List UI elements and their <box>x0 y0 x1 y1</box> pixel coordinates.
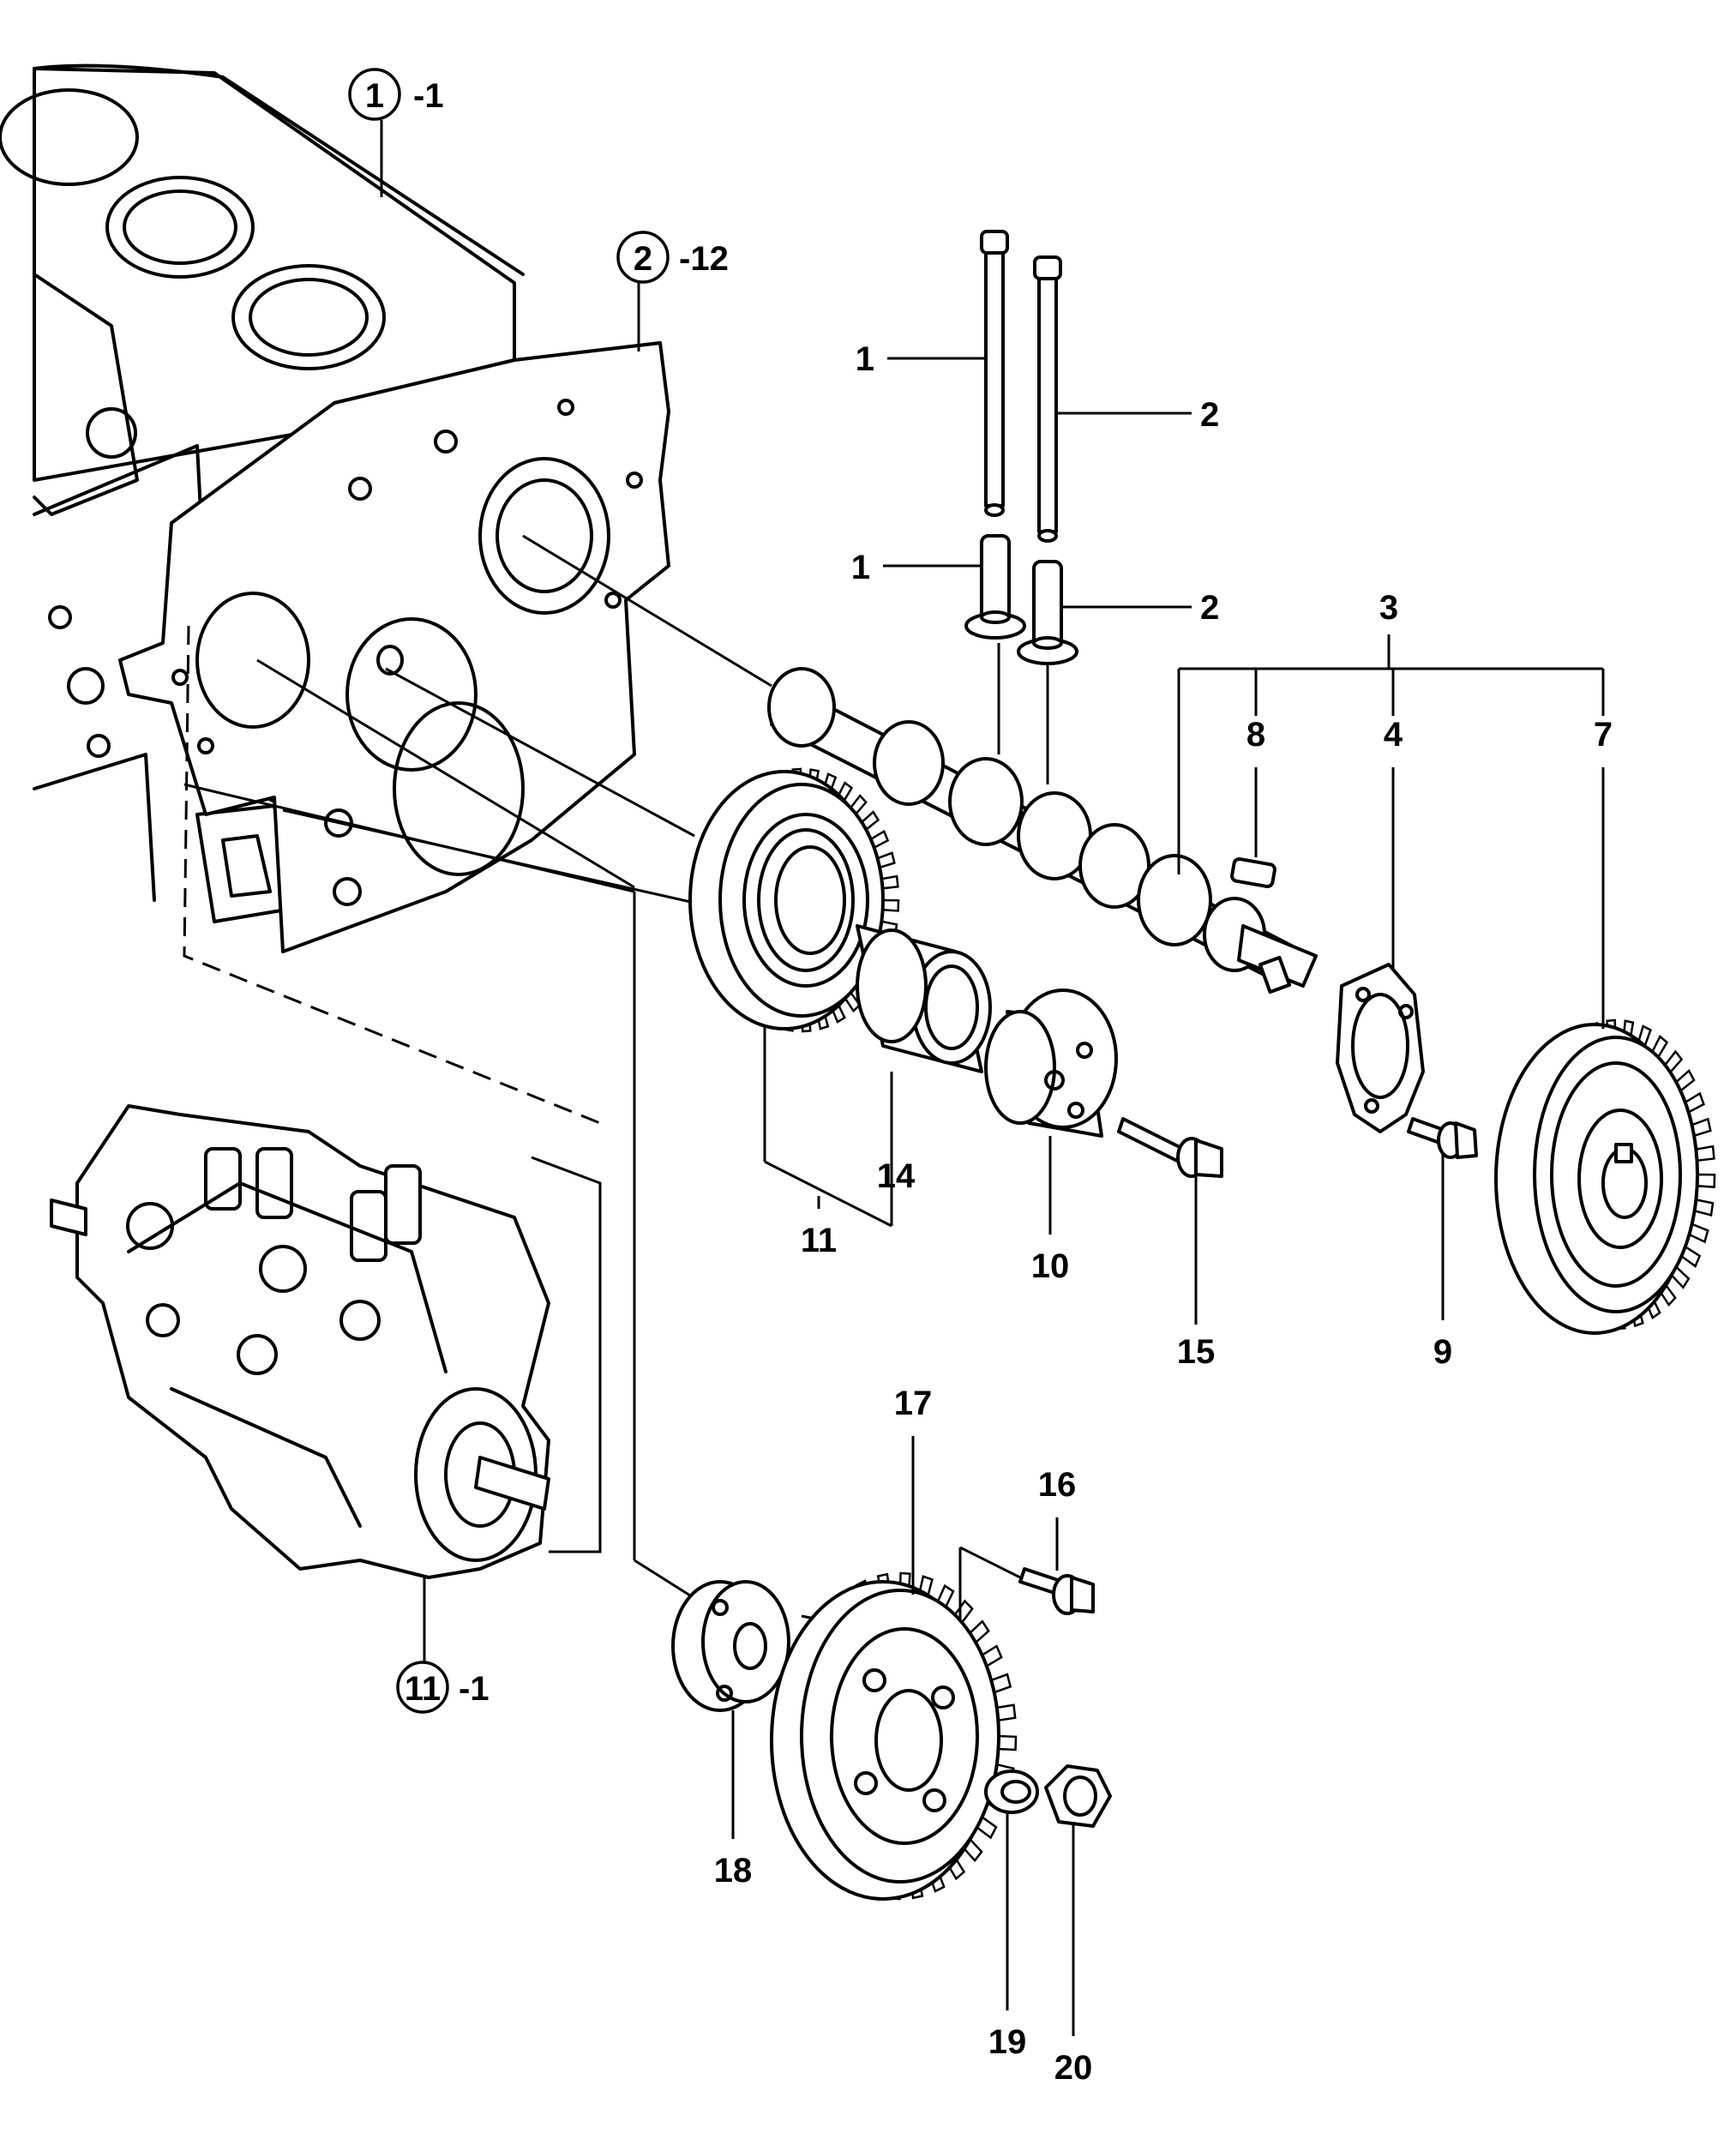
idler-gear-bushing <box>856 924 992 1073</box>
callout-thrust-plate: 4 <box>1384 716 1403 754</box>
idler-shaft-bolt <box>1117 1117 1223 1178</box>
lock-washer <box>984 1769 1039 1814</box>
hex-nut <box>1044 1764 1112 1828</box>
push-rod-left <box>980 230 1009 517</box>
tappet-left <box>964 534 1026 640</box>
gear-case-gasket <box>118 341 670 953</box>
pump-dash-leader <box>531 1156 602 1553</box>
reference-1-1-suffix: -1 <box>413 77 444 115</box>
camshaft-key <box>1230 856 1276 889</box>
thrust-plate <box>1336 963 1425 1133</box>
reference-11-1-number: 11 <box>405 1670 441 1708</box>
callout-tappet-left: 1 <box>851 549 870 586</box>
callout-idler-bolt: 15 <box>1177 1333 1216 1371</box>
pump-drive-gear <box>770 1580 1000 1901</box>
callout-thrust-bolt: 9 <box>1433 1333 1452 1371</box>
reference-11-1-suffix: -1 <box>459 1670 490 1708</box>
reference-1-1: 1 -1 <box>348 68 444 121</box>
pump-gear-bolt <box>1018 1567 1095 1615</box>
reference-1-1-number: 1 <box>365 77 384 115</box>
callout-gear-bolt: 16 <box>1038 1466 1077 1504</box>
callout-tappet-right: 2 <box>1200 589 1219 627</box>
callout-pump-gear: 17 <box>894 1385 933 1422</box>
callout-numbers: 1 2 1 2 3 8 4 7 9 10 11 14 15 16 17 18 1… <box>714 340 1613 2087</box>
callout-push-rod-right: 2 <box>1200 396 1219 434</box>
pump-drive-hub <box>671 1580 790 1712</box>
callout-bushing: 14 <box>877 1157 916 1195</box>
thrust-plate-bolt <box>1407 1117 1478 1159</box>
push-rod-right <box>1033 255 1062 543</box>
callout-idler-gear: 11 <box>801 1222 837 1259</box>
callout-nut: 20 <box>1054 2049 1093 2087</box>
callout-lock-washer: 19 <box>988 2023 1027 2061</box>
camshaft <box>767 667 1318 994</box>
callout-cam-gear: 7 <box>1594 716 1613 754</box>
reference-2-12-suffix: -12 <box>679 240 729 278</box>
fuel-injection-pump <box>50 1104 550 1579</box>
camshaft-gear <box>1494 1023 1699 1335</box>
pump-mounting-outline <box>183 625 601 1125</box>
idler-gear-shaft <box>984 988 1118 1138</box>
tappet-right <box>1017 560 1078 665</box>
callout-camshaft-assembly: 3 <box>1379 589 1398 627</box>
callout-key: 8 <box>1246 716 1265 754</box>
reference-2-12-number: 2 <box>634 240 652 278</box>
reference-2-12: 2 -12 <box>616 231 729 284</box>
callout-idler-shaft: 10 <box>1031 1247 1070 1285</box>
callout-push-rod-left: 1 <box>856 340 874 378</box>
callout-leaders <box>380 120 1605 2036</box>
idler-gear <box>688 770 885 1030</box>
reference-11-1: 11 -1 <box>396 1661 490 1714</box>
callout-pump-hub: 18 <box>714 1852 753 1890</box>
